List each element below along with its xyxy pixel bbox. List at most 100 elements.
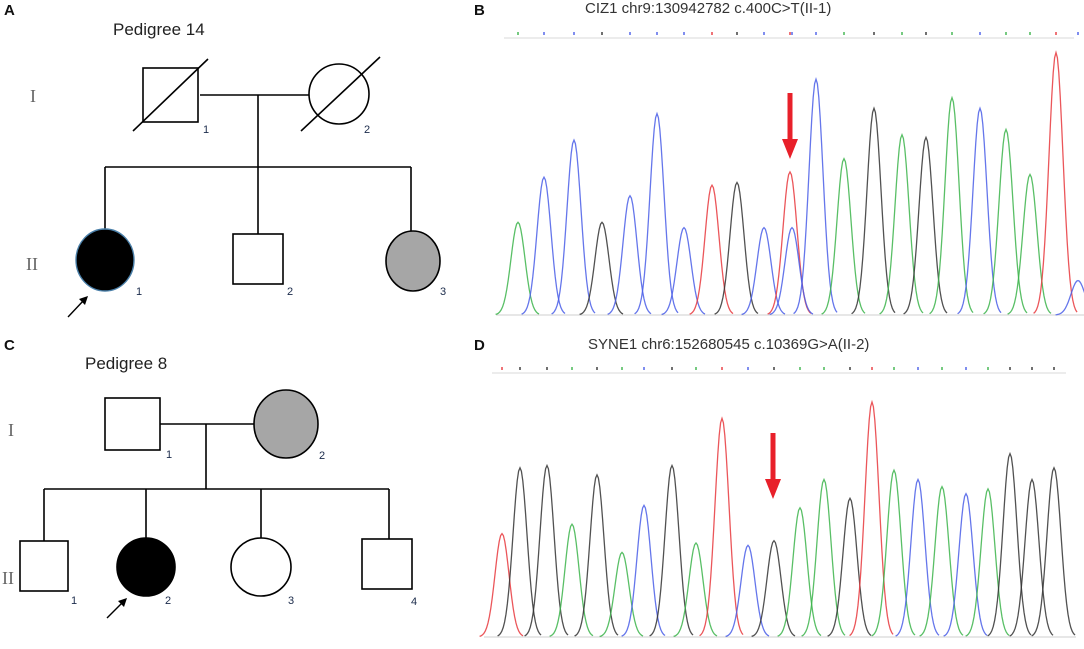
trace-peak	[699, 416, 744, 637]
base-call-tick	[901, 32, 903, 35]
trace-peak	[919, 485, 964, 637]
base-call-tick	[711, 32, 713, 35]
base-call-tick	[596, 367, 598, 370]
trace-peak	[903, 135, 948, 315]
base-call-tick	[815, 32, 817, 35]
proband-arrow-shaft	[67, 299, 85, 318]
base-call-tick	[601, 32, 603, 35]
trace-peak	[879, 133, 924, 315]
pedigree-8-individual-ii-1	[19, 540, 69, 592]
base-call-tick	[799, 367, 801, 370]
base-call-tick	[519, 367, 521, 370]
trace-peak	[1009, 477, 1054, 637]
trace-peak	[1007, 173, 1052, 315]
pedigree-14-label-ii-1: 1	[136, 286, 142, 298]
pedigree-8-label-i-2: 2	[319, 450, 325, 462]
pedigree-14-title: Pedigree 14	[113, 20, 205, 39]
base-call-tick	[873, 32, 875, 35]
trace-peak	[479, 532, 524, 638]
trace-peak	[767, 170, 812, 315]
trace-peak	[983, 127, 1028, 315]
trace-peak	[1031, 466, 1076, 637]
trace-peak	[849, 399, 894, 637]
base-call-tick	[987, 367, 989, 370]
base-call-tick	[721, 367, 723, 370]
base-call-tick	[1055, 32, 1057, 35]
base-call-tick	[736, 32, 738, 35]
base-call-tick	[621, 367, 623, 370]
proband-arrow-shaft	[106, 601, 124, 619]
pedigree-14-label-i-1: 1	[203, 124, 209, 136]
trace-peak	[634, 111, 679, 315]
trace-peak	[751, 539, 796, 638]
pedigree-8-generation-i: I	[8, 420, 14, 440]
base-call-tick	[1031, 367, 1033, 370]
base-call-tick	[1029, 32, 1031, 35]
base-call-tick	[893, 367, 895, 370]
chromatogram-d-title: SYNE1 chr6:152680545 c.10369G>A(II-2)	[588, 336, 870, 353]
pedigree-8-individual-i-1	[104, 397, 161, 451]
trace-peak	[524, 463, 569, 637]
trace-peak	[943, 492, 988, 637]
trace-peak	[871, 468, 916, 637]
pedigree-8-label-ii-3: 3	[288, 595, 294, 607]
base-call-tick	[1053, 367, 1055, 370]
base-call-tick	[643, 367, 645, 370]
pedigree-14-individual-ii-3	[385, 230, 441, 292]
chromatogram-b-title: CIZ1 chr9:130942782 c.400C>T(II-1)	[585, 0, 832, 17]
panel-b-letter: B	[474, 2, 485, 19]
trace-peak	[497, 466, 542, 637]
base-call-tick	[965, 367, 967, 370]
trace-peak	[965, 487, 1010, 637]
deceased-mark	[300, 56, 381, 132]
panel-a-letter: A	[4, 2, 15, 19]
trace-peak	[801, 477, 846, 637]
pedigree-14-label-i-2: 2	[364, 124, 370, 136]
trace-peak	[1055, 279, 1084, 316]
base-call-tick	[546, 367, 548, 370]
trace-peak	[689, 183, 734, 315]
trace-peak	[851, 106, 896, 315]
base-call-tick	[1005, 32, 1007, 35]
pedigree-8-diagram: 1 2 1 2 3 4	[19, 389, 417, 619]
base-call-tick	[543, 32, 545, 35]
base-call-tick	[843, 32, 845, 35]
pedigree-14-individual-ii-2	[232, 233, 284, 285]
trace-peak	[621, 504, 666, 637]
base-call-tick	[1077, 32, 1079, 35]
base-call-tick	[925, 32, 927, 35]
trace-peak	[607, 194, 652, 315]
trace-peak	[521, 175, 566, 315]
base-call-tick	[683, 32, 685, 35]
trace-peak	[895, 477, 940, 637]
pedigree-8-label-ii-2: 2	[165, 595, 171, 607]
trace-peak	[821, 157, 866, 315]
pedigree-8-label-ii-4: 4	[411, 596, 417, 608]
pedigree-14-label-ii-2: 2	[287, 286, 293, 298]
pedigree-14-generation-i: I	[30, 86, 36, 106]
trace-peak	[725, 544, 770, 638]
base-call-tick	[951, 32, 953, 35]
proband-arrow-icon	[118, 598, 127, 607]
proband-arrow-icon	[79, 296, 88, 305]
trace-peak	[549, 522, 594, 637]
trace-peak	[957, 106, 1002, 315]
base-call-tick	[571, 367, 573, 370]
trace-peak	[599, 551, 644, 638]
base-call-tick	[849, 367, 851, 370]
base-call-tick	[747, 367, 749, 370]
trace-peak	[714, 181, 759, 315]
base-call-tick	[979, 32, 981, 35]
base-call-tick	[1009, 367, 1011, 370]
base-call-tick	[871, 367, 873, 370]
base-call-tick	[656, 32, 658, 35]
pedigree-8-label-ii-1: 1	[71, 595, 77, 607]
trace-peak	[777, 506, 822, 637]
pedigree-8-individual-ii-4	[361, 538, 413, 590]
base-call-tick	[763, 32, 765, 35]
base-call-tick	[671, 367, 673, 370]
base-call-tick	[791, 32, 793, 35]
base-call-tick	[501, 367, 503, 370]
pedigree-14-individual-ii-1	[75, 228, 135, 292]
pedigree-8-generation-ii: II	[2, 568, 14, 588]
